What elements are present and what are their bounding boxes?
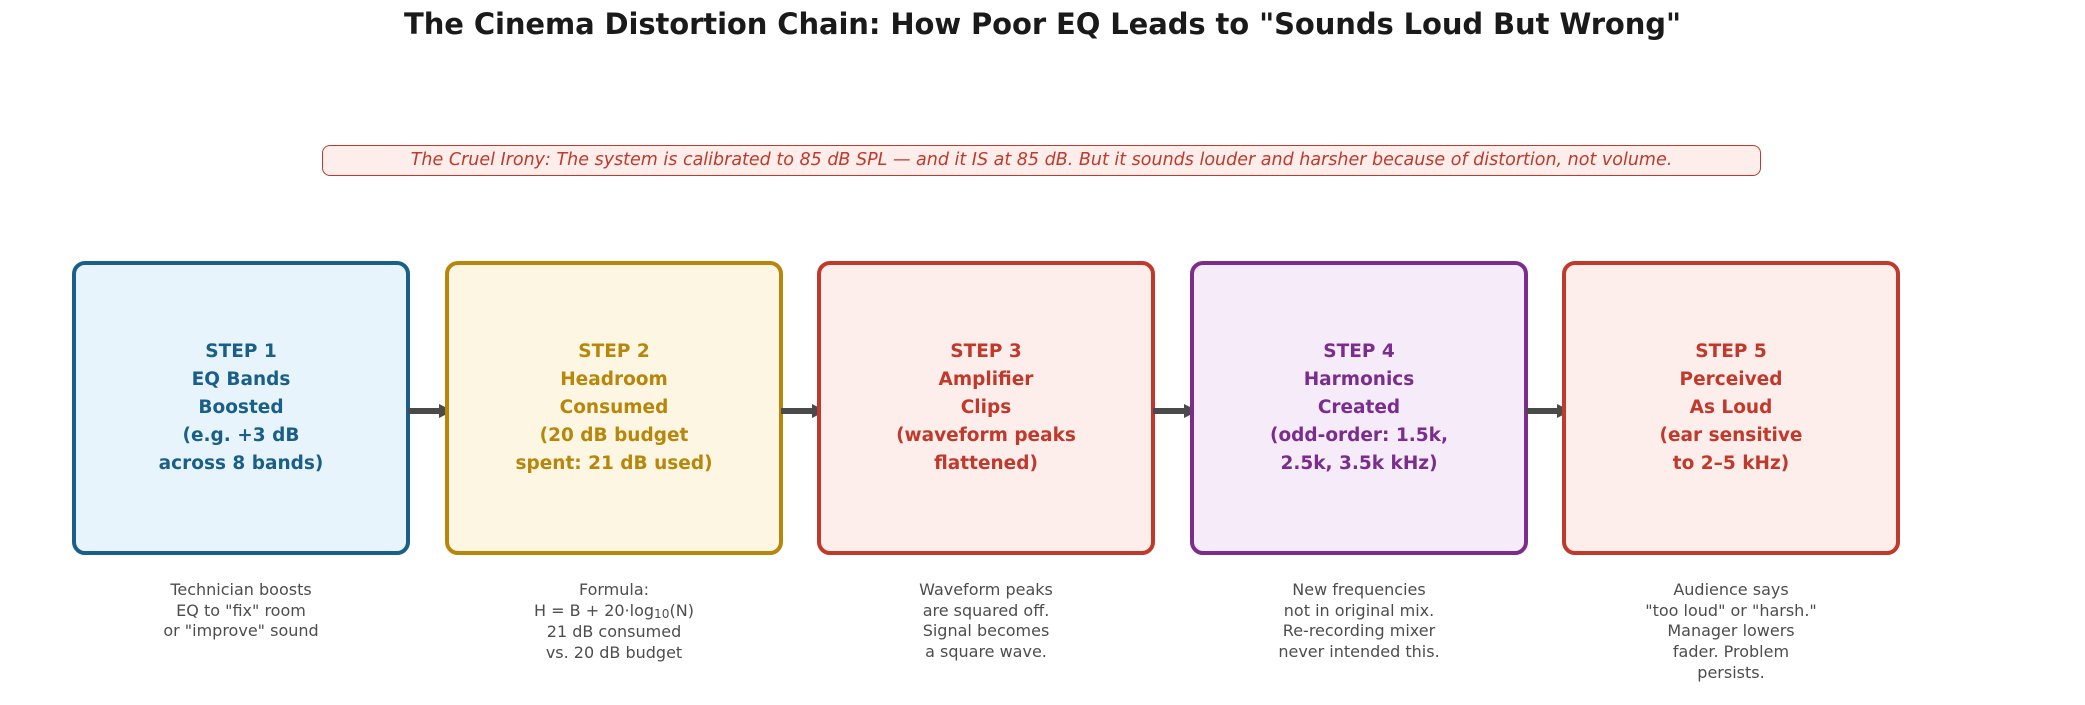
arrow-shaft — [781, 408, 814, 414]
irony-callout-banner: The Cruel Irony: The system is calibrate… — [322, 145, 1761, 176]
arrow-shaft — [1526, 408, 1559, 414]
page-title: The Cinema Distortion Chain: How Poor EQ… — [404, 7, 1681, 41]
flow-node-caption-step-5: Audience says"too loud" or "harsh."Manag… — [1645, 580, 1817, 682]
arrow-shaft — [1153, 408, 1186, 414]
formula-subscript: 10 — [654, 606, 670, 621]
irony-callout-text: The Cruel Irony: The system is calibrate… — [410, 149, 1673, 170]
arrow-shaft — [408, 408, 441, 414]
flow-node-caption-step-2: Formula:H = B + 20·log10(N)21 dB consume… — [534, 580, 694, 663]
